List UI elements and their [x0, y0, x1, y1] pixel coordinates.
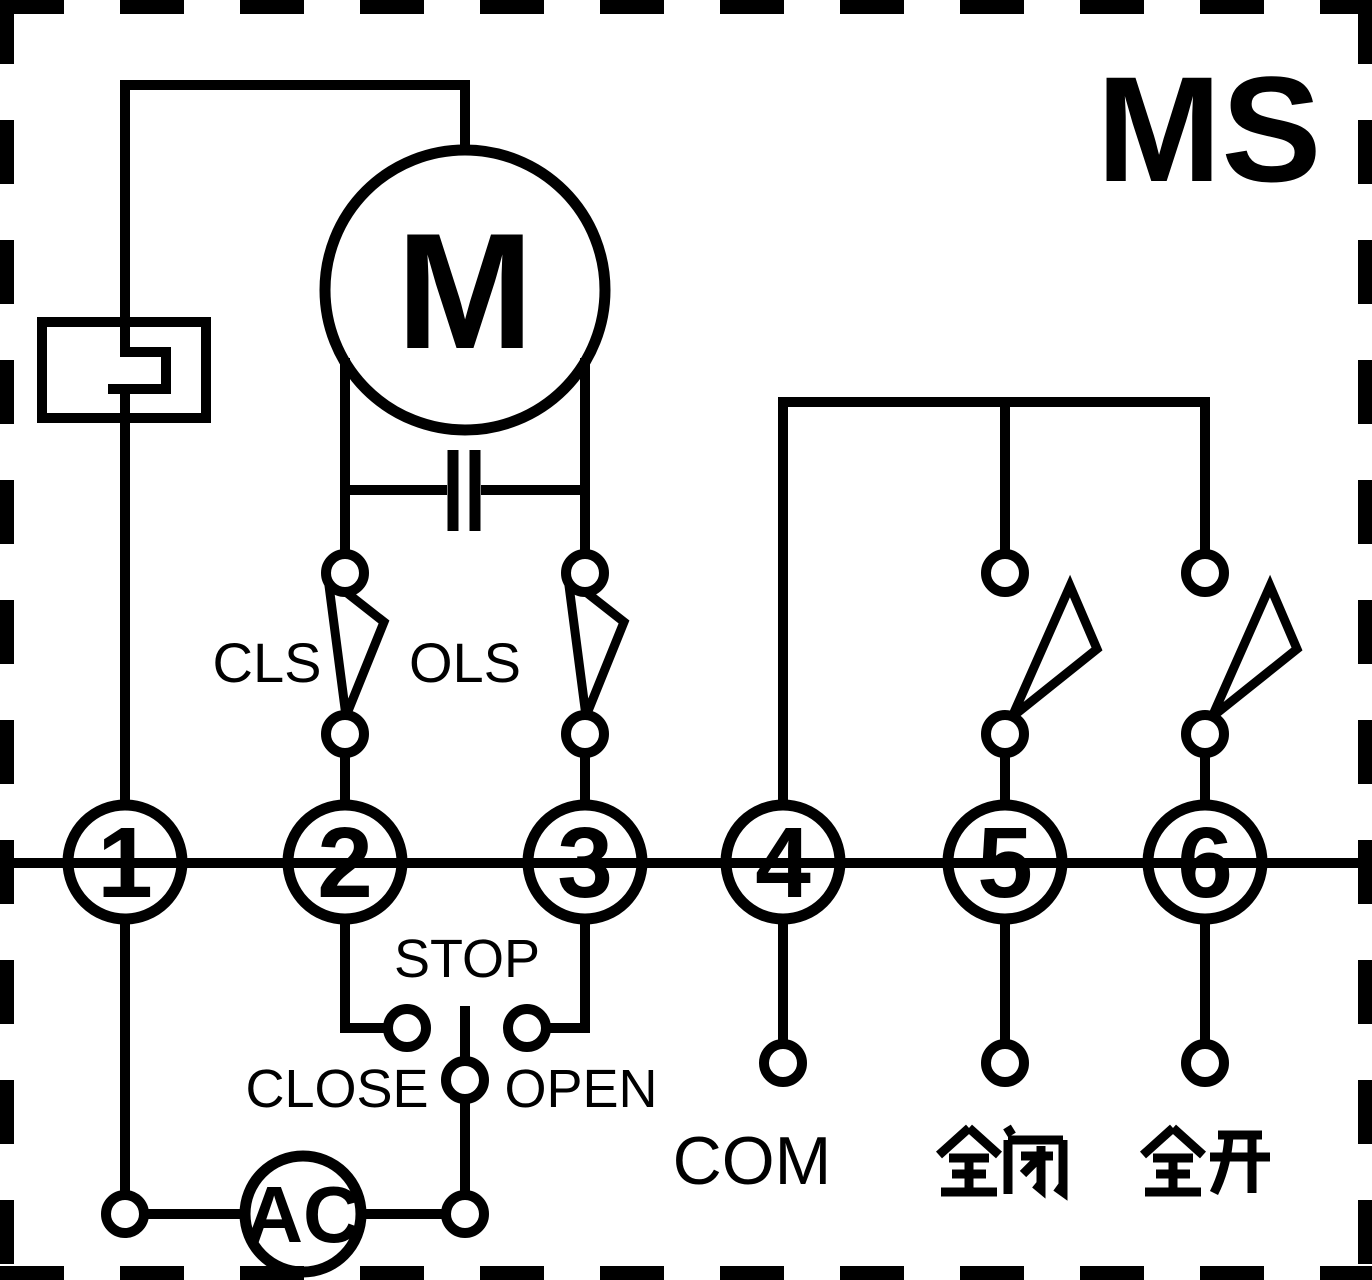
- terminal-3-number: 3: [557, 807, 613, 919]
- open-branch-wire: [546, 919, 590, 1033]
- close-branch-wire: [340, 919, 389, 1033]
- kai-glyph: [1209, 1130, 1270, 1196]
- indicator-common-wire: [778, 397, 1210, 806]
- terminal-2-number: 2: [317, 807, 373, 919]
- motor: M: [319, 144, 611, 436]
- cls-contact-bottom: [321, 710, 369, 758]
- fully-closed-switch-blade: [1007, 574, 1103, 721]
- ols-switch-blade: [562, 567, 630, 734]
- close-button-contact: [383, 1004, 431, 1052]
- terminal-4-circle: [720, 799, 846, 925]
- fully-closed-contact-top: [981, 549, 1029, 597]
- ac-source-circle: [239, 1150, 367, 1278]
- fully-closed-label-glyph: [935, 1124, 1068, 1201]
- terminal-1-circle: [62, 799, 188, 925]
- open-label: OPEN: [504, 1059, 657, 1119]
- open-button-contact: [503, 1004, 551, 1052]
- motor-circle: [319, 144, 611, 436]
- fully-open-contact-top: [1181, 549, 1229, 597]
- cls-limit-switch: [321, 549, 390, 758]
- ols-label: OLS: [409, 631, 521, 694]
- fully-open-switch-blade: [1207, 574, 1303, 721]
- terminal-3: 3: [522, 799, 648, 925]
- terminal-4: 4: [720, 799, 846, 925]
- ac-junction-right: [441, 1190, 489, 1238]
- cls-switch-blade: [322, 567, 390, 734]
- terminal-3-circle: [522, 799, 648, 925]
- labels: MS CLS OLS STOP CLOSE OPEN COM 全闭 全开: [213, 45, 1322, 1199]
- terminal-1: 1: [62, 799, 188, 925]
- ac-junction-left: [101, 1190, 149, 1238]
- fully-open-output-contact: [1181, 1039, 1229, 1087]
- ols-limit-switch: [561, 549, 630, 758]
- ols-contact-bottom: [561, 710, 609, 758]
- fully-open-contact-bottom: [1181, 710, 1229, 758]
- terminal-6-circle: [1142, 799, 1268, 925]
- terminal-5-number: 5: [977, 807, 1033, 919]
- thermal-protector-box: [37, 317, 211, 423]
- thermal-protector: [37, 317, 211, 423]
- terminal-strip: 1 2 3 4 5 6: [62, 799, 1268, 925]
- terminal-6: 6: [1142, 799, 1268, 925]
- motor-supply-wire: [108, 80, 470, 394]
- fully-closed-contact-bottom: [981, 710, 1029, 758]
- motor-label: M: [396, 199, 533, 383]
- terminal-4-number: 4: [755, 807, 811, 919]
- terminal-5-circle: [942, 799, 1068, 925]
- fully-closed-switch: [981, 549, 1103, 758]
- stop-label: STOP: [394, 929, 540, 989]
- com-label: COM: [673, 1123, 832, 1199]
- pushbutton-station: [101, 1004, 551, 1238]
- ac-source-label: AC: [245, 1170, 361, 1259]
- terminal-1-number: 1: [97, 807, 153, 919]
- terminal-6-number: 6: [1177, 807, 1233, 919]
- output-contacts: [759, 1039, 1229, 1087]
- quan-glyph-2: [1139, 1124, 1207, 1197]
- ac-power-source: AC: [239, 1150, 367, 1278]
- ols-contact-top: [561, 549, 609, 597]
- wires: [0, 80, 1372, 1219]
- fully-closed-output-contact: [981, 1039, 1029, 1087]
- com-output-contact: [759, 1039, 807, 1087]
- cls-contact-top: [321, 549, 369, 597]
- close-label: CLOSE: [245, 1059, 428, 1119]
- fully-open-switch: [1181, 549, 1303, 758]
- run-capacitor: [447, 450, 481, 531]
- stop-common-contact: [441, 1056, 489, 1104]
- terminal-2: 2: [282, 799, 408, 925]
- terminal-2-circle: [282, 799, 408, 925]
- terminal-5: 5: [942, 799, 1068, 925]
- quan-glyph: [935, 1124, 1003, 1197]
- bi-glyph: [1003, 1124, 1068, 1201]
- model-label: MS: [1097, 45, 1322, 213]
- fully-open-label-glyph: [1139, 1124, 1270, 1197]
- cls-label: CLS: [213, 631, 322, 694]
